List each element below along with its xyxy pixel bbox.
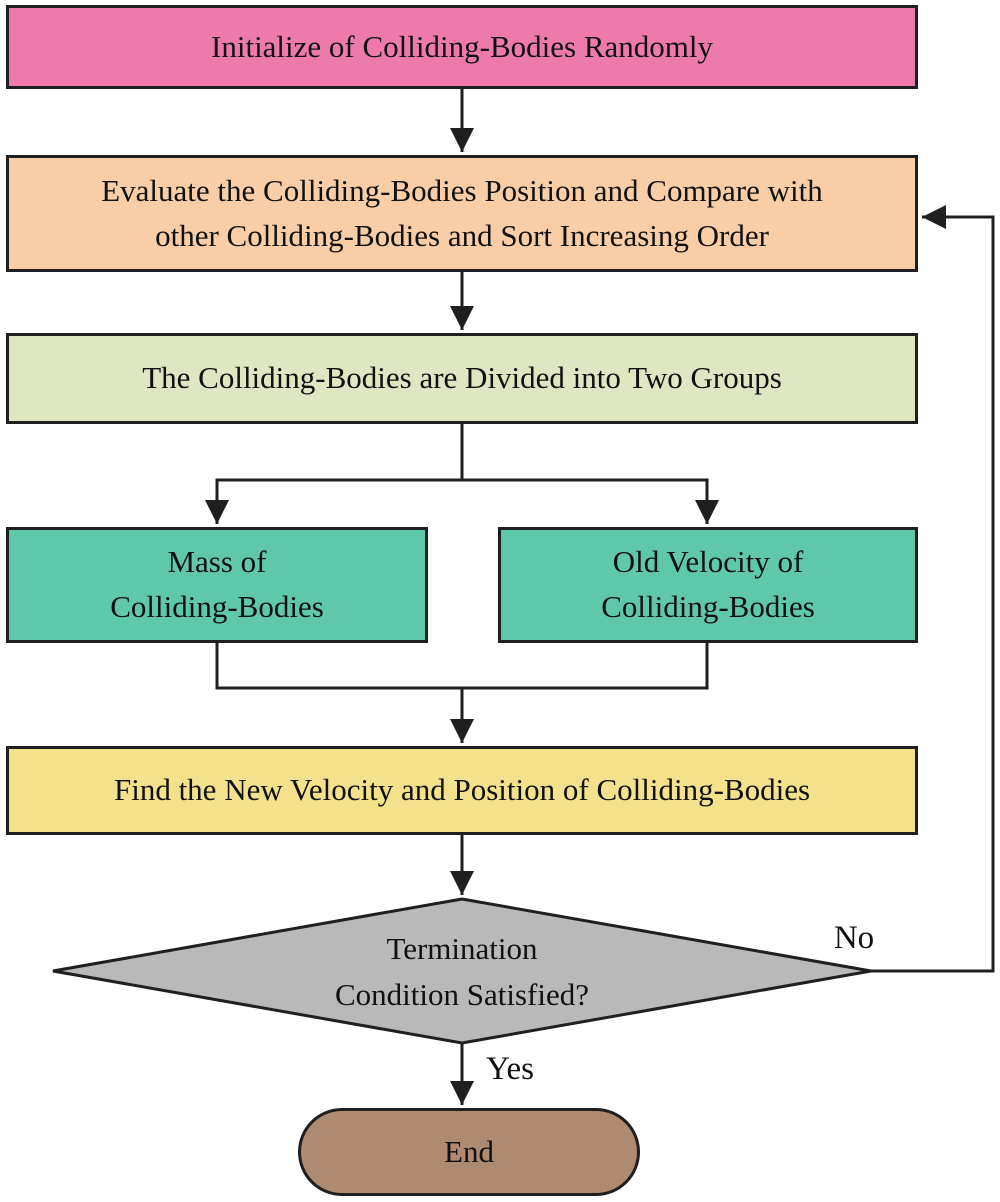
node-evaluate-line2: other Colliding-Bodies and Sort Increasi…: [155, 217, 769, 253]
edge-no-loop: [871, 205, 995, 973]
edge-divide-to-mass: [205, 423, 464, 524]
decision-termination-label: Termination Condition Satisfied?: [262, 918, 662, 1026]
node-initialize: Initialize of Colliding-Bodies Randomly: [6, 5, 918, 89]
node-divide-label: The Colliding-Bodies are Divided into Tw…: [142, 360, 782, 396]
node-mass-line2: Colliding-Bodies: [110, 589, 324, 624]
node-evaluate-line1: Evaluate the Colliding-Bodies Position a…: [101, 172, 823, 208]
edge-merge-bracket: [215, 642, 709, 690]
node-new-velocity: Find the New Velocity and Position of Co…: [6, 746, 918, 835]
decision-termination-line1: Termination: [386, 930, 538, 966]
node-old-velocity-line2: Colliding-Bodies: [601, 589, 815, 624]
node-old-velocity: Old Velocity of Colliding-Bodies: [498, 527, 918, 643]
node-evaluate: Evaluate the Colliding-Bodies Position a…: [6, 155, 918, 272]
node-end: End: [298, 1108, 640, 1196]
decision-termination-line2: Condition Satisfied?: [334, 977, 589, 1012]
node-end-label: End: [444, 1133, 494, 1169]
node-new-velocity-label: Find the New Velocity and Position of Co…: [113, 772, 811, 808]
node-old-velocity-line1: Old Velocity of: [612, 544, 804, 580]
decision-termination-shape: [52, 897, 872, 1045]
edge-divide-to-oldvelocity: [462, 478, 719, 524]
edge-label-yes: Yes: [485, 1051, 535, 1087]
node-mass: Mass of Colliding-Bodies: [6, 527, 428, 643]
edge-label-no: No: [833, 920, 875, 956]
node-mass-line1: Mass of: [167, 544, 267, 580]
node-initialize-label: Initialize of Colliding-Bodies Randomly: [211, 28, 713, 64]
node-divide: The Colliding-Bodies are Divided into Tw…: [6, 333, 918, 424]
